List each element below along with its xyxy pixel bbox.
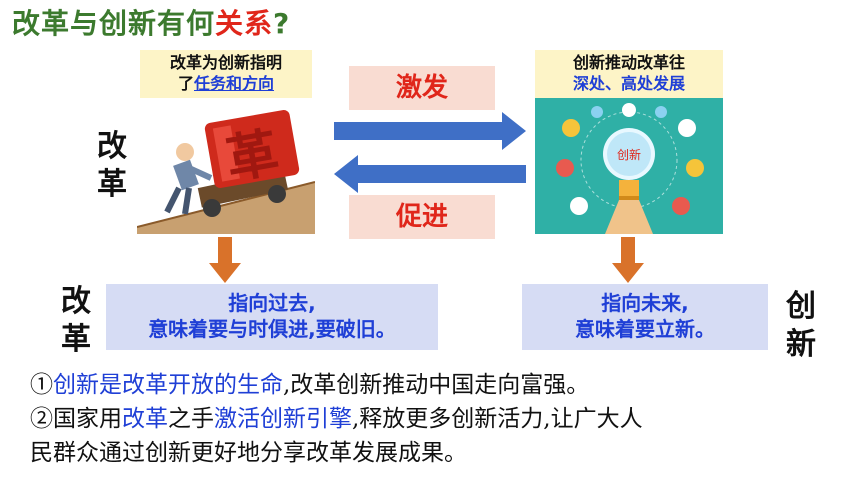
label-char: 改: [97, 129, 127, 164]
down-arrow-left-icon: [209, 237, 241, 283]
right-caption-line2: 深处、高处发展: [572, 74, 685, 93]
past-meaning-box: 指向过去, 意味着要与时俱进,要破旧。: [106, 284, 438, 350]
highlight-text: 改革: [122, 406, 168, 432]
summary-paragraph: ①创新是改革开放的生命,改革创新推动中国走向富强。 ②国家用改革之手激活创新引擎…: [30, 368, 850, 470]
stimulate-label: 激发: [395, 73, 448, 103]
left-reform-label: 改 革: [94, 128, 130, 204]
stimulate-box: 激发: [349, 66, 495, 110]
bottom-left-reform-label: 改 革: [58, 283, 94, 359]
reform-image: 革: [136, 109, 316, 234]
label-char: 新: [786, 327, 816, 362]
label-char: 创: [786, 289, 816, 324]
reform-illustration: 革: [136, 102, 316, 234]
label-char: 革: [97, 167, 127, 202]
innovation-image: 创新: [535, 98, 723, 234]
innovation-bulb-label: 创新: [617, 147, 641, 162]
promote-label: 促进: [395, 202, 448, 232]
left-caption: 改革为创新指明 了任务和方向: [140, 50, 312, 98]
future-line1: 指向未来,: [601, 291, 689, 315]
promote-box: 促进: [349, 195, 495, 239]
label-char: 革: [61, 322, 91, 357]
summary-line3: 民群众通过创新更好地分享改革发展成果。: [30, 440, 467, 466]
point-number: ①: [30, 372, 53, 398]
body-text: 之手: [168, 406, 214, 432]
past-line2: 意味着要与时俱进,要破旧。: [148, 317, 396, 341]
past-line1: 指向过去,: [228, 291, 316, 315]
page-title: 改革与创新有何关系?: [12, 2, 290, 42]
left-caption-prefix: 了: [177, 74, 194, 93]
summary-line1: ①创新是改革开放的生命,改革创新推动中国走向富强。: [30, 368, 850, 402]
arrow-left-icon: [334, 155, 526, 193]
down-arrow-right-icon: [612, 237, 644, 283]
body-text: ,释放更多创新活力,让广大人: [352, 406, 643, 432]
body-text: 国家用: [53, 406, 122, 432]
future-meaning-box: 指向未来, 意味着要立新。: [522, 284, 768, 350]
point-number: ②: [30, 406, 53, 432]
highlight-text: 激活创新引擎: [214, 406, 352, 432]
innovation-illustration: 创新: [535, 98, 723, 234]
label-char: 改: [61, 284, 91, 319]
highlight-text: 创新是改革开放的生命: [53, 372, 283, 398]
left-caption-link: 任务和方向: [194, 74, 275, 93]
future-line2: 意味着要立新。: [575, 317, 715, 341]
right-caption: 创新推动改革往 深处、高处发展: [535, 50, 723, 98]
summary-line2: ②国家用改革之手激活创新引擎,释放更多创新活力,让广大人: [30, 402, 850, 436]
bottom-right-innovation-label: 创 新: [783, 288, 819, 364]
body-text: ,改革创新推动中国走向富强。: [283, 372, 590, 398]
title-text: 改革与创新有何: [12, 7, 216, 40]
right-caption-line1: 创新推动改革往: [572, 53, 685, 72]
left-caption-line1: 改革为创新指明: [169, 53, 282, 72]
arrow-right-icon: [334, 112, 526, 150]
reform-character: 革: [222, 123, 284, 191]
left-caption-line2: 了任务和方向: [140, 73, 312, 94]
title-question: ?: [273, 7, 291, 40]
title-highlight: 关系: [215, 7, 274, 40]
